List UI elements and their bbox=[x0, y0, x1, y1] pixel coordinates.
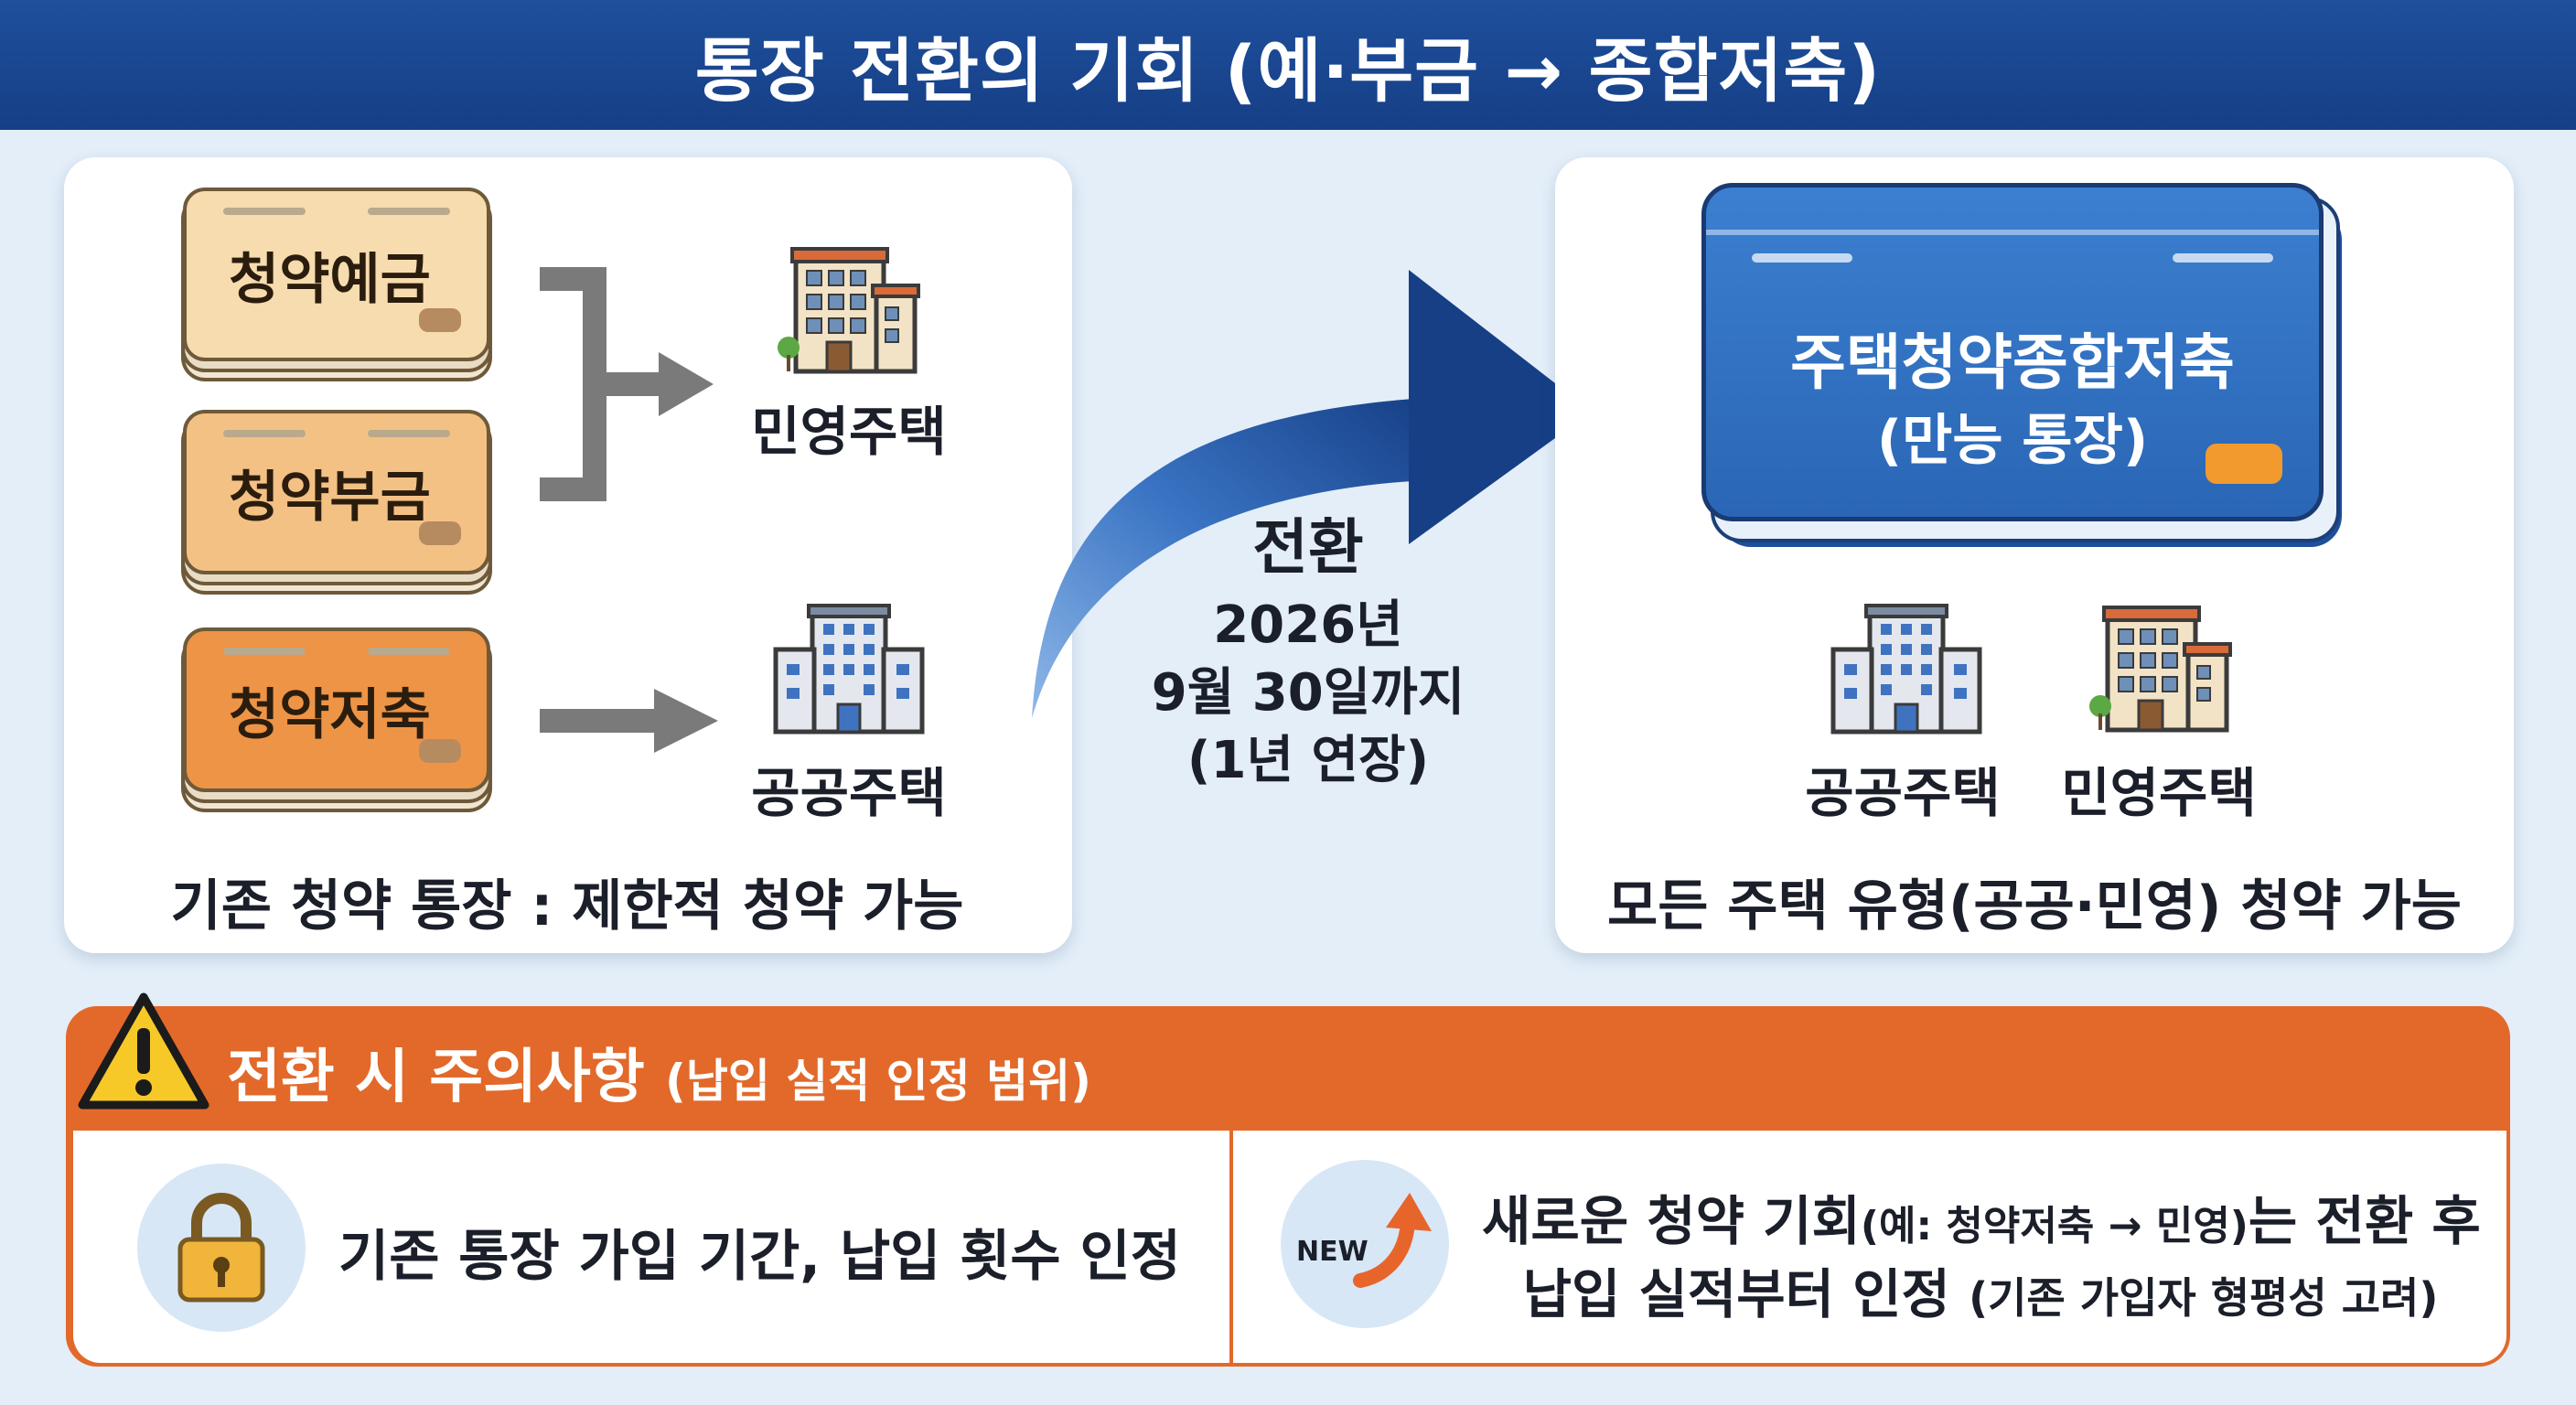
card-chip bbox=[2206, 444, 2282, 484]
target-private-housing: 민영주택 bbox=[751, 401, 947, 463]
new-arrow-icon: NEW bbox=[1281, 1160, 1449, 1328]
caution-right-line1-main: 새로운 청약 기회 bbox=[1482, 1190, 1861, 1252]
warning-icon bbox=[78, 992, 209, 1110]
arrow-right-icon bbox=[540, 689, 718, 753]
comprehensive-savings-card: 주택청약종합저축 (만능 통장) bbox=[1701, 183, 2324, 521]
office-building-icon bbox=[773, 604, 925, 735]
apartment-icon bbox=[2089, 606, 2232, 733]
transition-arrow-icon bbox=[1032, 270, 1592, 718]
caution-right-line1: 새로운 청약 기회(예: 청약저축 → 민영)는 전환 후 bbox=[1482, 1178, 2481, 1255]
header-bar: 통장 전환의 기회 (예·부금 → 종합저축) bbox=[0, 0, 2576, 130]
apartment-icon bbox=[778, 247, 920, 374]
book-installment-savings: 청약부금 bbox=[183, 410, 490, 574]
new-badge-label: NEW bbox=[1296, 1236, 1368, 1268]
transition-extension: (1년 연장) bbox=[1186, 731, 1430, 790]
bracket-arrow-icon bbox=[540, 267, 714, 501]
caution-title-main: 전환 시 주의사항 bbox=[227, 1044, 645, 1111]
page-title: 통장 전환의 기회 (예·부금 → 종합저축) bbox=[694, 30, 1882, 112]
caution-left-text: 기존 통장 가입 기간, 납입 횟수 인정 bbox=[338, 1225, 1181, 1289]
book-label: 청약저축 bbox=[229, 682, 431, 747]
caution-right-line2: 납입 실적부터 인정 (기존 가입자 형평성 고려) bbox=[1482, 1251, 2479, 1328]
office-building-icon bbox=[1830, 604, 1982, 735]
card-subtitle: (만능 통장) bbox=[1876, 409, 2149, 473]
card-title: 주택청약종합저축 bbox=[1790, 327, 2235, 398]
caution-right-line1-note: (예: 청약저축 → 민영) bbox=[1860, 1203, 2249, 1249]
caution-title: 전환 시 주의사항 (납입 실적 인정 범위) bbox=[227, 1030, 1091, 1114]
transition-date: 9월 30일까지 bbox=[1151, 663, 1465, 723]
caution-divider bbox=[1229, 1131, 1233, 1363]
caution-right-line2-main: 납입 실적부터 인정 bbox=[1522, 1263, 1950, 1325]
existing-caption: 기존 청약 통장 : 제한적 청약 가능 bbox=[170, 874, 964, 938]
transition-date-year: 2026년 bbox=[1213, 595, 1403, 655]
book-subscription-savings: 청약저축 bbox=[183, 627, 490, 792]
book-label: 청약예금 bbox=[229, 247, 431, 312]
caution-right-line2-note: (기존 가입자 형평성 고려) bbox=[1969, 1273, 2439, 1323]
target-public-housing: 공공주택 bbox=[751, 762, 947, 824]
transition-title: 전환 bbox=[1252, 512, 1364, 583]
target-private-housing: 민영주택 bbox=[2061, 762, 2257, 824]
lock-icon bbox=[137, 1164, 306, 1332]
book-label: 청약부금 bbox=[229, 465, 431, 530]
target-public-housing: 공공주택 bbox=[1805, 762, 2001, 824]
caution-title-sub: (납입 실적 인정 범위) bbox=[665, 1055, 1091, 1108]
book-savings-deposit: 청약예금 bbox=[183, 188, 490, 361]
caution-right-line1-end: 는 전환 후 bbox=[2248, 1190, 2481, 1252]
new-account-caption: 모든 주택 유형(공공·민영) 청약 가능 bbox=[1607, 874, 2462, 938]
